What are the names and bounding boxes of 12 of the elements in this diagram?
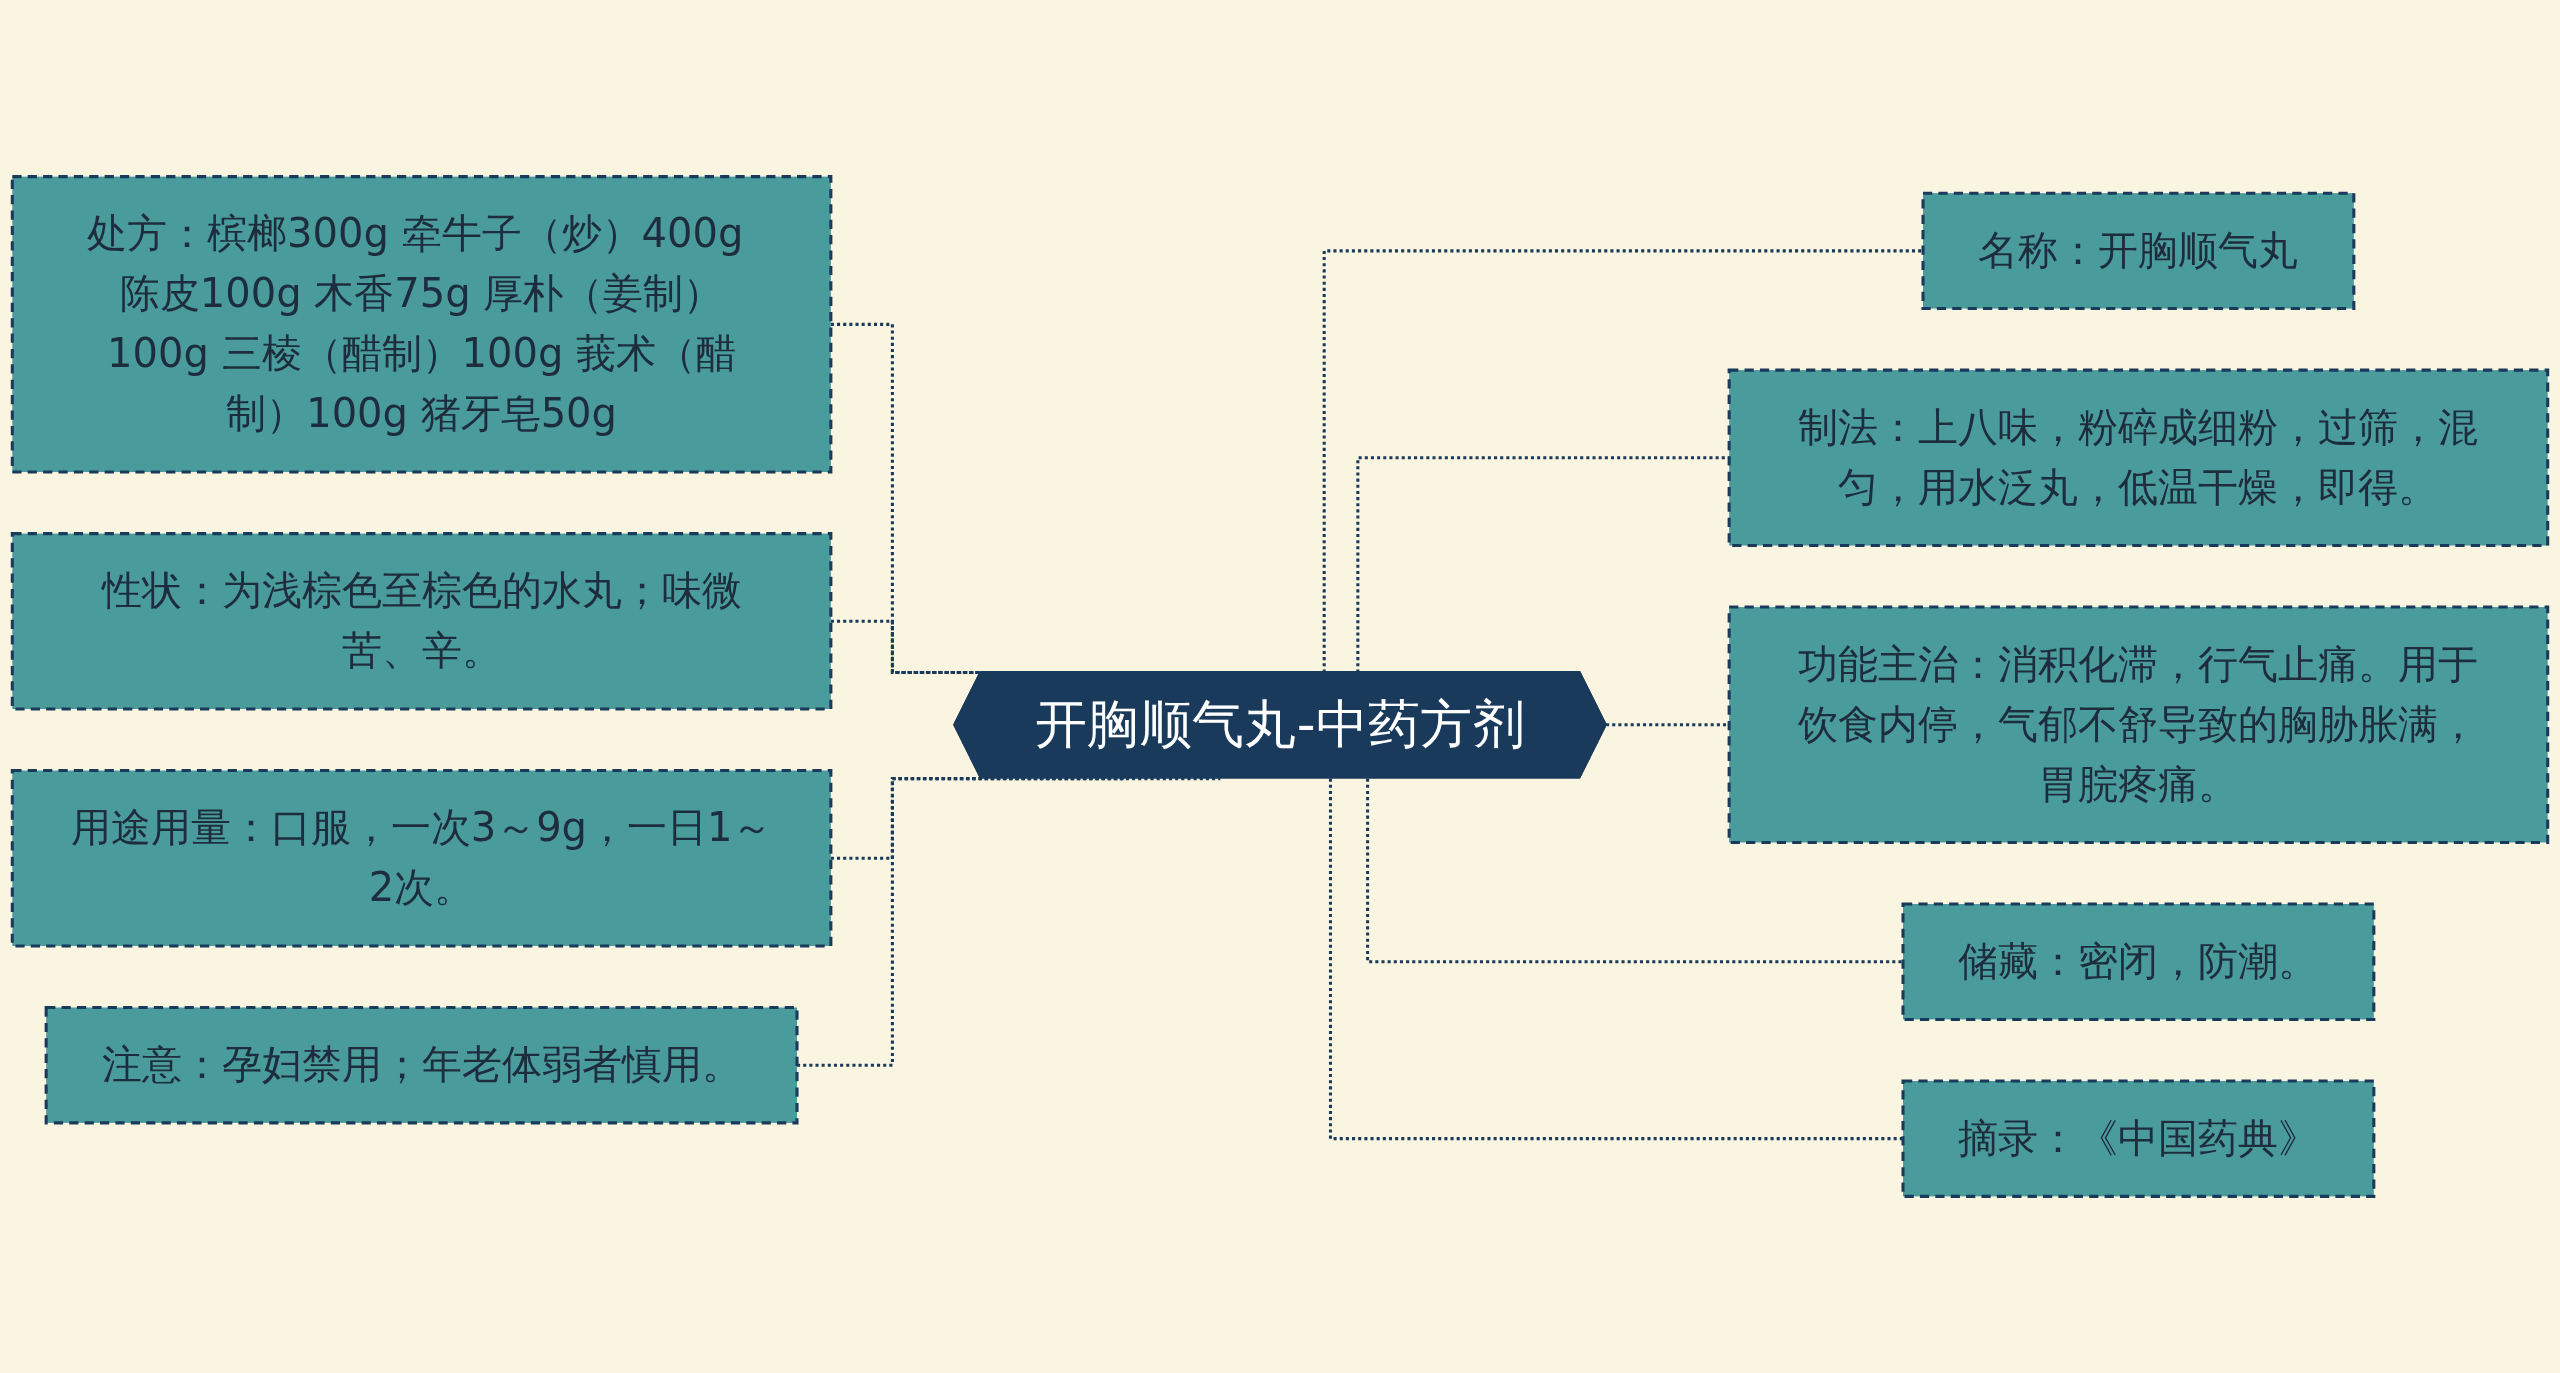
node-box: 性状：为浅棕色至棕色的水丸；味微苦、辛。 [10,532,833,711]
node-box: 制法：上八味，粉碎成细粉，过筛，混匀，用水泛丸，低温干燥，即得。 [1727,368,2550,548]
node-box: 摘录：《中国药典》 [1901,1079,2376,1198]
node-box: 名称：开胸顺气丸 [1921,191,2356,311]
node-box: 处方：槟榔300g 牵牛子（炒）400g 陈皮100g 木香75g 厚朴（姜制）100g 三棱（醋制）100g 莪术（醋制）100g 猪牙皂50g [10,175,833,474]
node-box: 用途用量：口服，一次3～9g，一日1～2次。 [10,769,833,948]
connector [1322,249,1923,673]
node-box: 注意：孕妇禁用；年老体弱者慎用。 [44,1005,799,1125]
node-box: 功能主治：消积化滞，行气止痛。用于饮食内停，气郁不舒导致的胸胁胀满，胃脘疼痛。 [1727,605,2550,844]
connector [1366,778,1903,964]
connector [1328,778,1903,1141]
node-box: 储藏：密闭，防潮。 [1901,902,2376,1021]
